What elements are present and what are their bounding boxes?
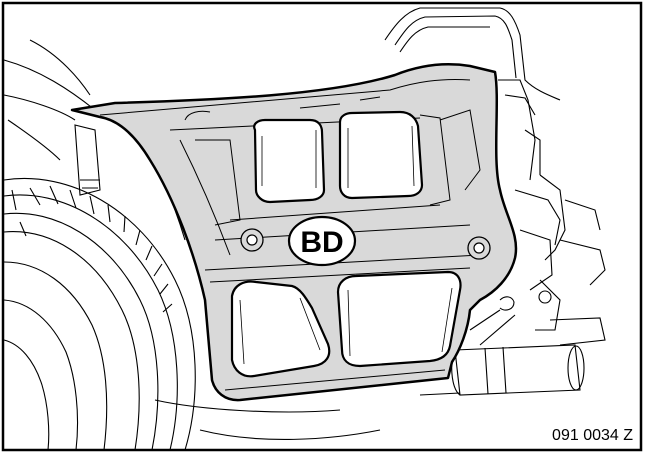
callout-bd: BD [287,215,357,267]
callout-label: BD [300,226,343,259]
tyre [3,178,196,451]
cutout-lower-left [230,280,331,378]
figure-number: 091 0034 Z [552,427,633,444]
fender-outline [3,39,96,161]
cutout-upper-left [253,118,326,204]
cutout-upper-right [338,110,424,200]
cutout-lower-right [336,270,462,368]
bolt-right [467,236,491,260]
intake-assembly [384,7,606,346]
bolt-left [240,228,264,252]
